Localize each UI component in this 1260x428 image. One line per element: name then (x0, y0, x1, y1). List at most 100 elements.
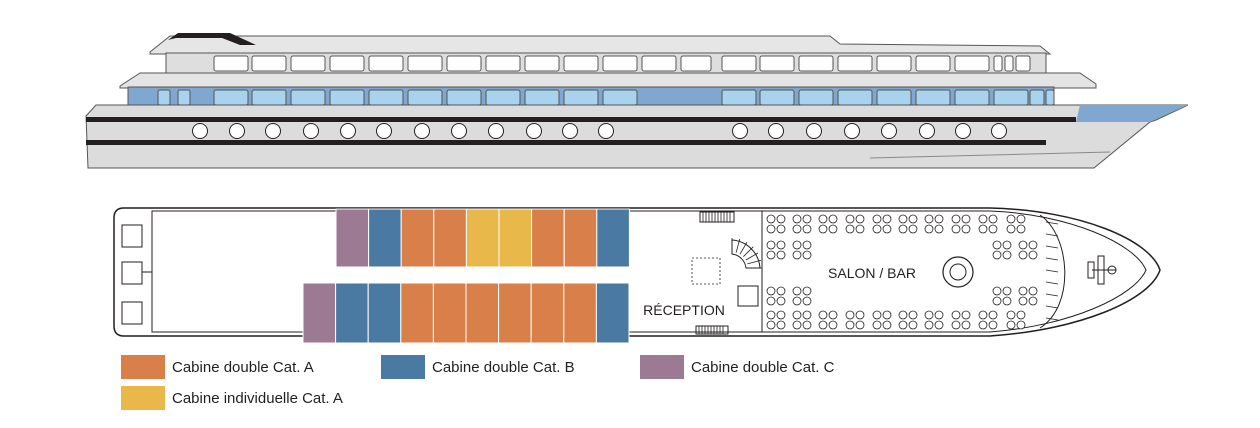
salon-seat (951, 310, 961, 320)
salon-tables (766, 214, 1038, 330)
salon-seat (1016, 224, 1026, 234)
upper-window (213, 55, 249, 72)
salon-seat (1018, 240, 1028, 250)
porthole (562, 123, 578, 139)
porthole (598, 123, 614, 139)
bow-frame (1045, 269, 1059, 273)
upper-windows (213, 55, 1031, 72)
upper-window (993, 55, 1003, 72)
stern-window (121, 224, 143, 248)
salon-seat (802, 320, 812, 330)
middle-window (876, 89, 912, 106)
salon-seat (978, 214, 988, 224)
upper-window (407, 55, 443, 72)
spiral-tread (735, 238, 741, 253)
upper-deck-overhang (119, 72, 1097, 89)
stern-window (121, 261, 143, 285)
salon-seat (818, 224, 828, 234)
deck-outline (113, 207, 1161, 337)
salon-seat (1006, 224, 1016, 234)
cabin-cat-b-double (368, 208, 402, 268)
salon-seat (882, 320, 892, 330)
salon-seat (828, 320, 838, 330)
salon-seat (978, 320, 988, 330)
salon-seat (951, 320, 961, 330)
cabin-cat-a-double (465, 282, 500, 344)
spiral-treads (731, 238, 762, 269)
cabin-cat-a-double (530, 282, 565, 344)
salon-seat (992, 240, 1002, 250)
salon-seat (845, 310, 855, 320)
salon-seat (924, 224, 934, 234)
bar-counter (942, 256, 974, 288)
salon-seat (845, 224, 855, 234)
upper-window (798, 55, 834, 72)
cabin-cat-a-single (498, 208, 533, 268)
salon-seat (776, 310, 786, 320)
salon-seat (845, 320, 855, 330)
bow-frame (1045, 257, 1059, 261)
middle-window (759, 89, 795, 106)
reception-stairs-bottom (695, 325, 729, 335)
salon-seat (1002, 286, 1012, 296)
cabin-cat-a-double (563, 208, 598, 268)
bow-area (1039, 214, 1117, 329)
salon-seat (855, 310, 865, 320)
cabin-cat-a-double (433, 208, 467, 268)
salon-seat (934, 320, 944, 330)
middle-window (407, 89, 443, 106)
porthole (414, 123, 430, 139)
salon-seat (872, 214, 882, 224)
salon-seat (961, 310, 971, 320)
porthole (881, 123, 897, 139)
salon-seat (1018, 286, 1028, 296)
salon-seat (1028, 296, 1038, 306)
middle-window (993, 89, 1029, 106)
cabin-cat-a-double (432, 282, 467, 344)
salon-seat (802, 214, 812, 224)
salon-seat (908, 310, 918, 320)
salon-seat (951, 214, 961, 224)
salon-seat (978, 224, 988, 234)
bow-frame (1045, 233, 1059, 237)
salon-seat (872, 320, 882, 330)
upper-window (837, 55, 873, 72)
salon-seat (1028, 286, 1038, 296)
salon-seat (1006, 310, 1016, 320)
bow-frame (1045, 245, 1059, 249)
porthole (844, 123, 860, 139)
salon-seat (898, 310, 908, 320)
middle-window (290, 89, 326, 106)
upper-window (368, 55, 404, 72)
salon-seat (792, 286, 802, 296)
hull-stripe-bottom (86, 140, 1046, 145)
middle-window (157, 89, 171, 106)
salon-seat (1006, 214, 1016, 224)
porthole (488, 123, 504, 139)
reception-stairs-top (699, 211, 735, 223)
bow-frame (1045, 305, 1059, 309)
spiral-tread (745, 252, 759, 261)
upper-window (721, 55, 757, 72)
salon-seat (992, 250, 1002, 260)
porthole (376, 123, 392, 139)
salon-seat (776, 286, 786, 296)
upper-window (563, 55, 599, 72)
salon-seat (802, 240, 812, 250)
spiral-tread (743, 246, 754, 257)
legend-label: Cabine double Cat. C (691, 358, 835, 376)
salon-seat (828, 224, 838, 234)
salon-seat (992, 296, 1002, 306)
cabin-cat-c-double (335, 208, 370, 268)
salon-seat (1016, 320, 1026, 330)
deck-inner-outline (151, 210, 1147, 333)
salon-seat (988, 310, 998, 320)
middle-window (721, 89, 757, 106)
salon-seat (872, 224, 882, 234)
salon-seat (802, 286, 812, 296)
salon-seat (766, 250, 776, 260)
salon-seat (855, 224, 865, 234)
salon-seat (818, 214, 828, 224)
middle-window (915, 89, 951, 106)
